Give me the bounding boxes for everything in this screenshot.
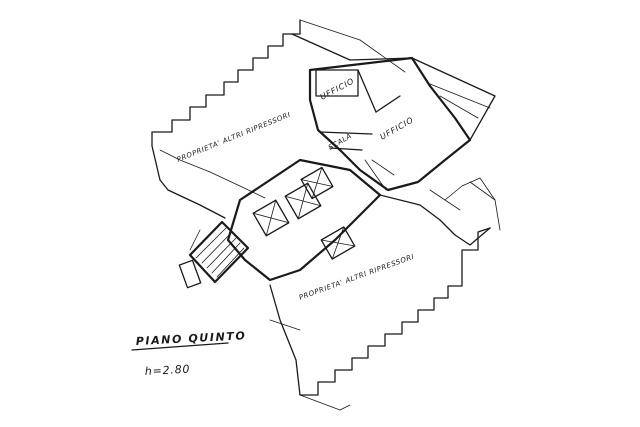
lower-right-wing: [269, 177, 501, 411]
office-block-outline: [308, 56, 472, 192]
stair-outline: [188, 220, 250, 284]
upper-right-wing: [308, 56, 496, 192]
property-bottom-label: PROPRIETA' ALTRI RIPRESSORI: [298, 253, 415, 302]
upper-left-wing: [151, 19, 413, 219]
title-underline: [131, 342, 229, 351]
central-core: [226, 158, 382, 282]
upper-left-wing-inner-line: [159, 149, 266, 199]
lift-1: [252, 199, 290, 237]
lift-3: [300, 166, 334, 200]
office-1-room: [315, 69, 359, 97]
staircase: [178, 220, 250, 289]
property-top-label: PROPRIETA' ALTRI RIPRESSORI: [176, 111, 292, 164]
lower-right-wing-outline: [269, 227, 491, 396]
lift-4: [320, 226, 356, 260]
lift-2: [284, 182, 322, 220]
office-2-label: UFFICIO: [379, 115, 416, 141]
upper-left-wing-outline: [151, 19, 301, 219]
office-1-label: UFFICIO: [319, 76, 356, 101]
ceiling-height: h=2.80: [144, 363, 190, 378]
